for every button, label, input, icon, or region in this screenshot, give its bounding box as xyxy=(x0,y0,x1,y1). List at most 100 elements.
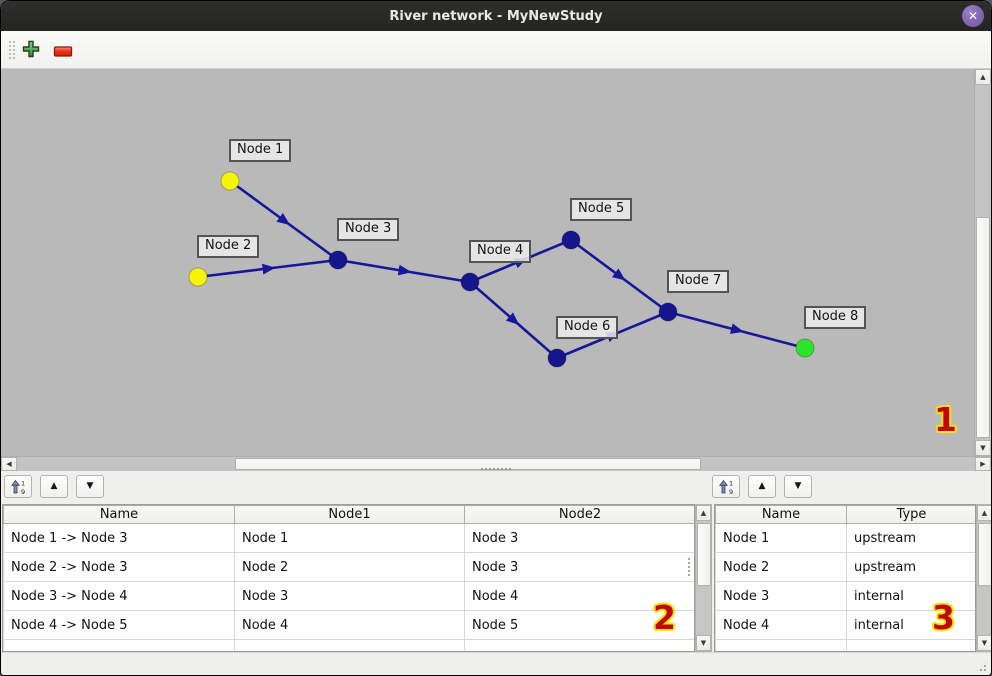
table-cell[interactable]: Node 3 xyxy=(464,523,694,553)
scroll-up-button[interactable]: ▲ xyxy=(975,69,991,85)
table-cell[interactable] xyxy=(464,639,694,651)
scroll-right-button[interactable]: ▶ xyxy=(975,457,991,471)
move-down-button[interactable]: ▼ xyxy=(76,475,104,498)
nodes-table-scrollbar[interactable]: ▲ ▼ xyxy=(976,504,991,652)
table-cell[interactable]: Node 2 xyxy=(715,552,847,582)
triangle-left-icon: ◀ xyxy=(6,459,12,468)
hscroll-thumb[interactable] xyxy=(235,458,701,470)
table-cell[interactable]: Node 3 xyxy=(715,581,847,611)
column-header[interactable]: Node1 xyxy=(234,505,465,524)
triangle-down-icon: ▼ xyxy=(980,443,986,452)
toolbar-drag-handle-icon[interactable] xyxy=(8,40,15,61)
table-cell[interactable] xyxy=(234,639,465,651)
table-cell[interactable]: Node 2 xyxy=(234,552,465,582)
graph-node[interactable] xyxy=(328,250,348,270)
graph-edge[interactable] xyxy=(197,258,339,279)
node-label[interactable]: Node 6 xyxy=(556,316,619,339)
graph-node[interactable] xyxy=(658,302,678,322)
table-cell[interactable]: internal xyxy=(846,581,975,611)
scroll-up-button[interactable]: ▲ xyxy=(696,505,711,521)
graph-node[interactable] xyxy=(561,230,581,250)
network-canvas[interactable]: Node 1 Node 2 Node 3 Node 4 Node 5 Node 6 Node… xyxy=(1,69,991,456)
table-cell[interactable]: Node 1 xyxy=(234,523,465,553)
close-icon: ✕ xyxy=(967,9,979,23)
triangle-down-icon: ▼ xyxy=(981,638,988,647)
graph-edge[interactable] xyxy=(469,281,558,359)
titlebar[interactable]: River network - MyNewStudy ✕ xyxy=(1,1,991,31)
graph-edge[interactable] xyxy=(570,238,669,314)
node-label[interactable]: Node 8 xyxy=(804,306,867,329)
edges-table-scrollbar[interactable]: ▲ ▼ xyxy=(695,504,712,652)
table-cell[interactable]: Node 3 xyxy=(234,581,465,611)
vscroll-thumb[interactable] xyxy=(696,523,711,586)
svg-text:9: 9 xyxy=(729,488,733,495)
table-cell[interactable]: upstream xyxy=(846,552,975,582)
resize-grip-icon[interactable] xyxy=(975,660,988,673)
column-header[interactable]: Type xyxy=(846,505,975,524)
canvas-horizontal-scrollbar[interactable]: ◀ ▶ xyxy=(1,456,991,471)
node-label[interactable]: Node 3 xyxy=(337,218,400,241)
move-down-button[interactable]: ▼ xyxy=(784,475,812,498)
scroll-up-button[interactable]: ▲ xyxy=(977,505,991,521)
column-header[interactable]: Name xyxy=(3,505,235,524)
graph-edge[interactable] xyxy=(229,179,339,262)
table-cell[interactable]: Node 1 xyxy=(715,523,847,553)
graph-node[interactable] xyxy=(188,267,208,287)
column-header[interactable]: Name xyxy=(715,505,847,524)
vertical-splitter-handle[interactable] xyxy=(687,557,692,577)
remove-node-button[interactable] xyxy=(53,43,73,62)
scroll-down-button[interactable]: ▼ xyxy=(696,635,711,651)
table-cell[interactable] xyxy=(846,639,975,651)
scroll-left-button[interactable]: ◀ xyxy=(1,457,17,471)
graph-node[interactable] xyxy=(795,338,815,358)
table-cell[interactable]: Node 4 -> Node 5 xyxy=(3,610,235,640)
table-cell[interactable]: Node 3 xyxy=(464,552,694,582)
node-label[interactable]: Node 5 xyxy=(570,198,633,221)
plus-icon xyxy=(22,40,40,58)
vscroll-thumb[interactable] xyxy=(976,217,990,438)
sort-button[interactable]: 1 9 xyxy=(4,475,32,498)
graph-node[interactable] xyxy=(220,171,240,191)
table-cell[interactable] xyxy=(3,639,235,651)
table-cell[interactable]: Node 4 xyxy=(715,610,847,640)
table-cell[interactable]: internal xyxy=(846,610,975,640)
horizontal-splitter-handle[interactable] xyxy=(480,466,512,471)
graph-edge[interactable] xyxy=(667,310,806,350)
table-cell[interactable]: Node 4 xyxy=(464,581,694,611)
svg-text:1: 1 xyxy=(729,479,733,487)
graph-node[interactable] xyxy=(547,348,567,368)
move-up-button[interactable]: ▲ xyxy=(40,475,68,498)
vscroll-thumb[interactable] xyxy=(977,523,991,586)
status-bar xyxy=(1,652,991,675)
table-cell[interactable]: upstream xyxy=(846,523,975,553)
triangle-down-icon: ▼ xyxy=(86,481,94,491)
sort-button[interactable]: 1 9 xyxy=(712,475,740,498)
column-header[interactable]: Node2 xyxy=(464,505,694,524)
scroll-down-button[interactable]: ▼ xyxy=(975,440,991,456)
table-cell[interactable]: Node 3 -> Node 4 xyxy=(3,581,235,611)
graph-edge[interactable] xyxy=(337,258,471,284)
graph-node[interactable] xyxy=(460,272,480,292)
table-cell[interactable]: Node 2 -> Node 3 xyxy=(3,552,235,582)
node-label[interactable]: Node 7 xyxy=(667,270,730,293)
node-label[interactable]: Node 4 xyxy=(469,240,532,263)
table-cell[interactable]: Node 4 xyxy=(234,610,465,640)
node-label[interactable]: Node 2 xyxy=(197,235,260,258)
close-button[interactable]: ✕ xyxy=(962,5,984,27)
node-label[interactable]: Node 1 xyxy=(229,139,292,162)
scroll-down-button[interactable]: ▼ xyxy=(977,635,991,651)
add-node-button[interactable] xyxy=(22,40,40,62)
table-cell[interactable]: Node 1 -> Node 3 xyxy=(3,523,235,553)
table-cell[interactable]: Node 5 xyxy=(464,610,694,640)
table-cell[interactable] xyxy=(715,639,847,651)
canvas-vertical-scrollbar[interactable]: ▲ ▼ xyxy=(974,69,991,456)
move-up-button[interactable]: ▲ xyxy=(748,475,776,498)
